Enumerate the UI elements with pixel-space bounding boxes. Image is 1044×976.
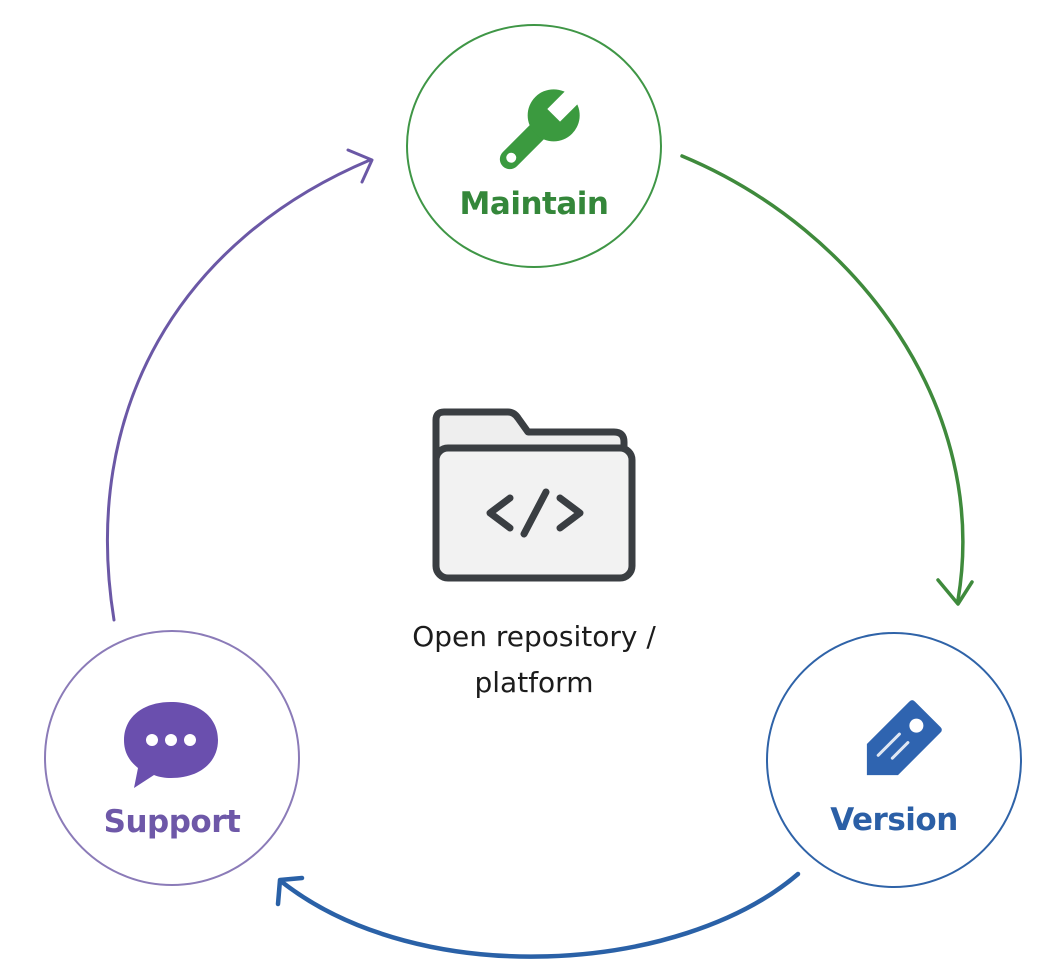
center-label-line-1: Open repository / <box>412 620 656 653</box>
tag-icon <box>866 700 942 776</box>
code-folder-icon <box>432 408 636 582</box>
chat-bubble-icon <box>124 702 218 788</box>
arrow-maintain-to-version <box>680 154 974 606</box>
maintain-label: Maintain <box>459 186 609 222</box>
center-label: Open repository / platform <box>340 614 728 706</box>
wrench-icon <box>499 87 582 170</box>
center-label-line-2: platform <box>474 666 594 699</box>
support-node: Support <box>44 630 300 886</box>
arrow-support-to-maintain <box>105 148 374 622</box>
support-label: Support <box>103 804 241 840</box>
maintain-node: Maintain <box>406 24 662 268</box>
version-label: Version <box>830 802 958 838</box>
version-node: Version <box>766 632 1022 888</box>
arrow-version-to-support <box>275 871 801 959</box>
